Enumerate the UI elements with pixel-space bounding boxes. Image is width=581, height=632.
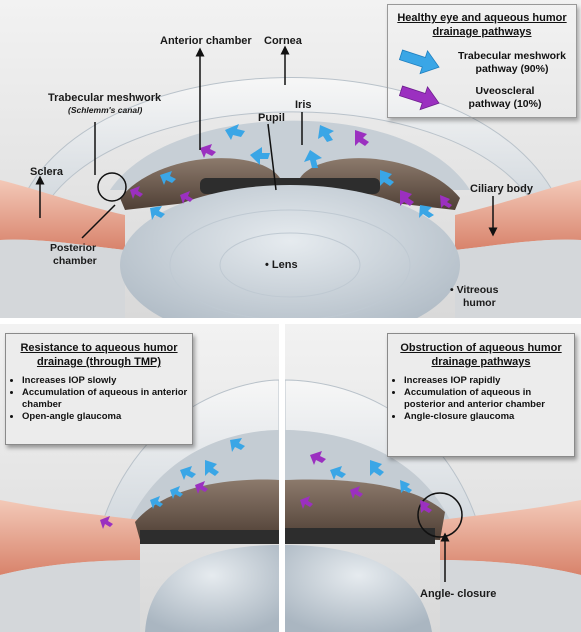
vitreous-right [455,239,581,318]
legend-uveoscleral-line2: pathway (10%) [468,98,542,110]
sclera-br [440,500,581,575]
legend-box: Healthy eye and aqueous humor drainage p… [387,4,577,118]
label-cornea: Cornea [264,35,303,47]
lens-shape [120,185,460,345]
resistance-bullet-3: Open-angle glaucoma [22,411,192,423]
obstruction-bullets: Increases IOP rapidly Accumulation of aq… [388,375,574,423]
obstruction-bullet-2: Accumulation of aqueous in posterior and… [404,387,574,411]
bl-flow-arrows [150,438,245,509]
legend-trabecular-arrow [398,49,440,75]
label-iris: Iris [295,99,312,111]
legend-title-line1: Healthy eye and aqueous humor [397,12,567,24]
label-vitreous-line1: • Vitreous [450,284,499,296]
label-ciliary-body: Ciliary body [470,183,534,195]
resistance-title-line1: Resistance to aqueous humor [20,342,178,354]
obstruction-bullet-3: Angle-closure glaucoma [404,411,574,423]
sclera-left [0,180,125,250]
legend-title-line2: drainage pathways [432,26,532,38]
lens-br [285,545,432,632]
label-pupil: Pupil [258,112,285,124]
label-vitreous-line2: humor [463,297,496,309]
label-anterior-chamber: Anterior chamber [160,35,252,47]
sclera-right [455,180,581,250]
trabecular-flow-arrows [150,124,434,220]
legend-uveoscleral-arrow [398,85,440,111]
label-lens: • Lens [265,259,298,271]
obstruction-box: Obstruction of aqueous humor drainage pa… [387,333,575,457]
label-sclera: Sclera [30,166,64,178]
resistance-box: Resistance to aqueous humor drainage (th… [5,333,193,445]
angle-closure-circle [417,492,463,538]
legend-trabecular-line2: pathway (90%) [475,63,549,75]
vitreous-left [0,239,125,318]
label-angle-closure: Angle- closure [420,588,496,600]
top-panel: Anterior chamber Cornea Trabecular meshw… [0,0,581,345]
resistance-title-line2: drainage (through TMP) [36,356,162,368]
trabecular-circle [97,172,127,202]
obstruction-title-line2: drainage pathways [431,356,531,368]
label-posterior-chamber-line2: chamber [53,255,97,267]
resistance-bullets: Increases IOP slowly Accumulation of aqu… [6,375,192,423]
uveoscleral-flow-arrows [130,130,452,208]
leader-lines [35,45,498,239]
br-flow-arrows [330,460,412,493]
lens-bl [145,545,279,632]
legend-trabecular-line1: Trabecular meshwork [458,50,566,62]
label-trabecular-meshwork: Trabecular meshwork [48,92,162,104]
resistance-bullet-2: Accumulation of aqueous in anterior cham… [22,387,192,411]
label-posterior-chamber-line1: Posterior [50,242,96,254]
resistance-bullet-1: Increases IOP slowly [22,375,192,387]
legend-uveoscleral-line1: Uveoscleral [475,85,535,97]
obstruction-title-line1: Obstruction of aqueous humor [400,342,562,354]
obstruction-bullet-1: Increases IOP rapidly [404,375,574,387]
label-schlemms-canal: (Schlemm's canal) [68,105,142,115]
